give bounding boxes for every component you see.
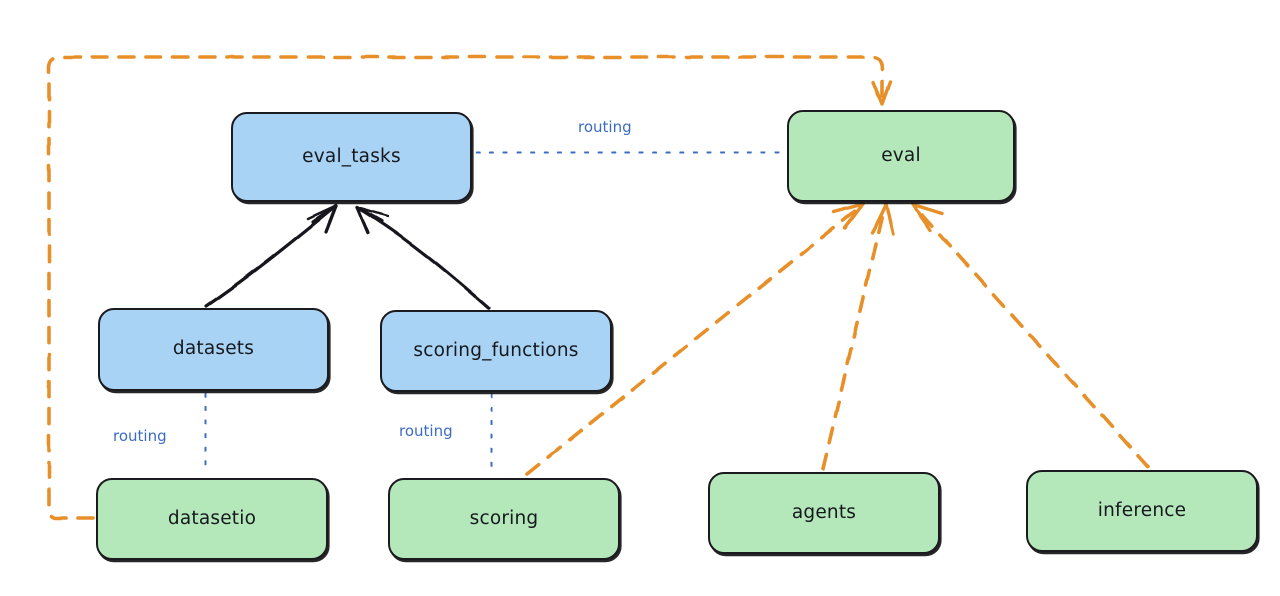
edge-datasets-to-eval-tasks [204,204,338,308]
edge-label-routing-datasets-datasetio: routing [113,427,167,445]
node-eval[interactable]: eval [787,110,1015,202]
node-inference[interactable]: inference [1026,470,1258,552]
node-agents-label: agents [791,501,857,523]
edge-inference-to-eval [911,202,1150,469]
edge-label-routing-eval-tasks-eval: routing [578,118,632,136]
node-eval-label: eval [881,144,921,166]
node-datasetio-label: datasetio [167,507,257,529]
node-agents[interactable]: agents [708,472,940,554]
node-inference-label: inference [1097,499,1187,521]
node-eval-tasks-label: eval_tasks [302,145,401,167]
node-scoring-functions[interactable]: scoring_functions [380,310,612,392]
node-datasets-label: datasets [172,338,255,360]
node-datasets[interactable]: datasets [98,308,329,391]
edge-scoring-functions-to-scoring [489,393,494,476]
edge-datasets-to-datasetio [203,392,208,476]
edge-scoring-functions-to-eval-tasks [355,205,491,310]
edge-eval-tasks-to-eval [475,150,785,155]
edge-agents-to-eval [821,202,895,471]
node-eval-tasks[interactable]: eval_tasks [231,112,472,202]
node-datasetio[interactable]: datasetio [96,478,328,560]
node-scoring-label: scoring [469,507,539,529]
node-scoring[interactable]: scoring [388,478,620,560]
edge-label-routing-scoring-functions-scoring: routing [399,422,453,440]
node-scoring-functions-label: scoring_functions [413,339,579,361]
